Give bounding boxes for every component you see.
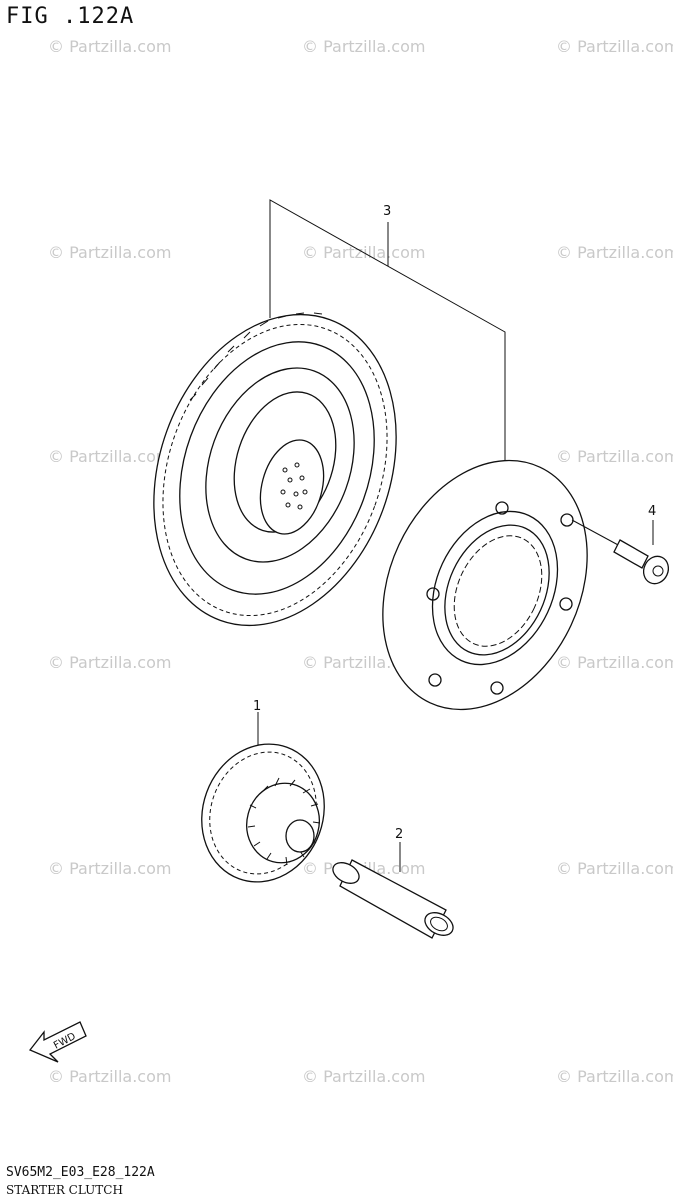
watermark: © Partzilla.com bbox=[48, 859, 171, 878]
callout-3-label: 3 bbox=[383, 204, 391, 219]
clutch-shaft: 2 bbox=[332, 827, 454, 939]
callout-3-leader: 3 bbox=[269, 199, 506, 468]
watermark: © Partzilla.com bbox=[48, 1067, 171, 1086]
watermark: © Partzilla.com bbox=[556, 447, 673, 466]
watermark-layer: © Partzilla.com © Partzilla.com © Partzi… bbox=[48, 37, 673, 1086]
watermark: © Partzilla.com bbox=[556, 243, 673, 262]
callout-2-label: 2 bbox=[395, 827, 403, 842]
forward-direction-badge: FWD bbox=[28, 1021, 87, 1063]
watermark: © Partzilla.com bbox=[48, 447, 171, 466]
watermark: © Partzilla.com bbox=[302, 1067, 425, 1086]
starter-clutch-gear bbox=[153, 312, 397, 627]
watermark: © Partzilla.com bbox=[556, 37, 673, 56]
watermark: © Partzilla.com bbox=[556, 859, 673, 878]
one-way-clutch-ring bbox=[382, 459, 588, 711]
arrow-left-down-icon bbox=[28, 1021, 87, 1063]
watermark: © Partzilla.com bbox=[302, 37, 425, 56]
callout-1-label: 1 bbox=[253, 699, 261, 714]
watermark: © Partzilla.com bbox=[48, 37, 171, 56]
hub-splines bbox=[280, 462, 308, 510]
watermark: © Partzilla.com bbox=[556, 1067, 673, 1086]
callout-4-label: 4 bbox=[648, 504, 656, 519]
driven-gear: 1 bbox=[201, 699, 325, 883]
figure-name: STARTER CLUTCH bbox=[6, 1183, 123, 1197]
watermark: © Partzilla.com bbox=[48, 243, 171, 262]
figure-title: FIG .122A bbox=[6, 4, 135, 29]
watermark: © Partzilla.com bbox=[556, 653, 673, 672]
watermark: © Partzilla.com bbox=[48, 653, 171, 672]
clutch-bolt: 4 bbox=[571, 504, 670, 585]
figure-code: SV65M2_E03_E28_122A bbox=[6, 1165, 155, 1180]
